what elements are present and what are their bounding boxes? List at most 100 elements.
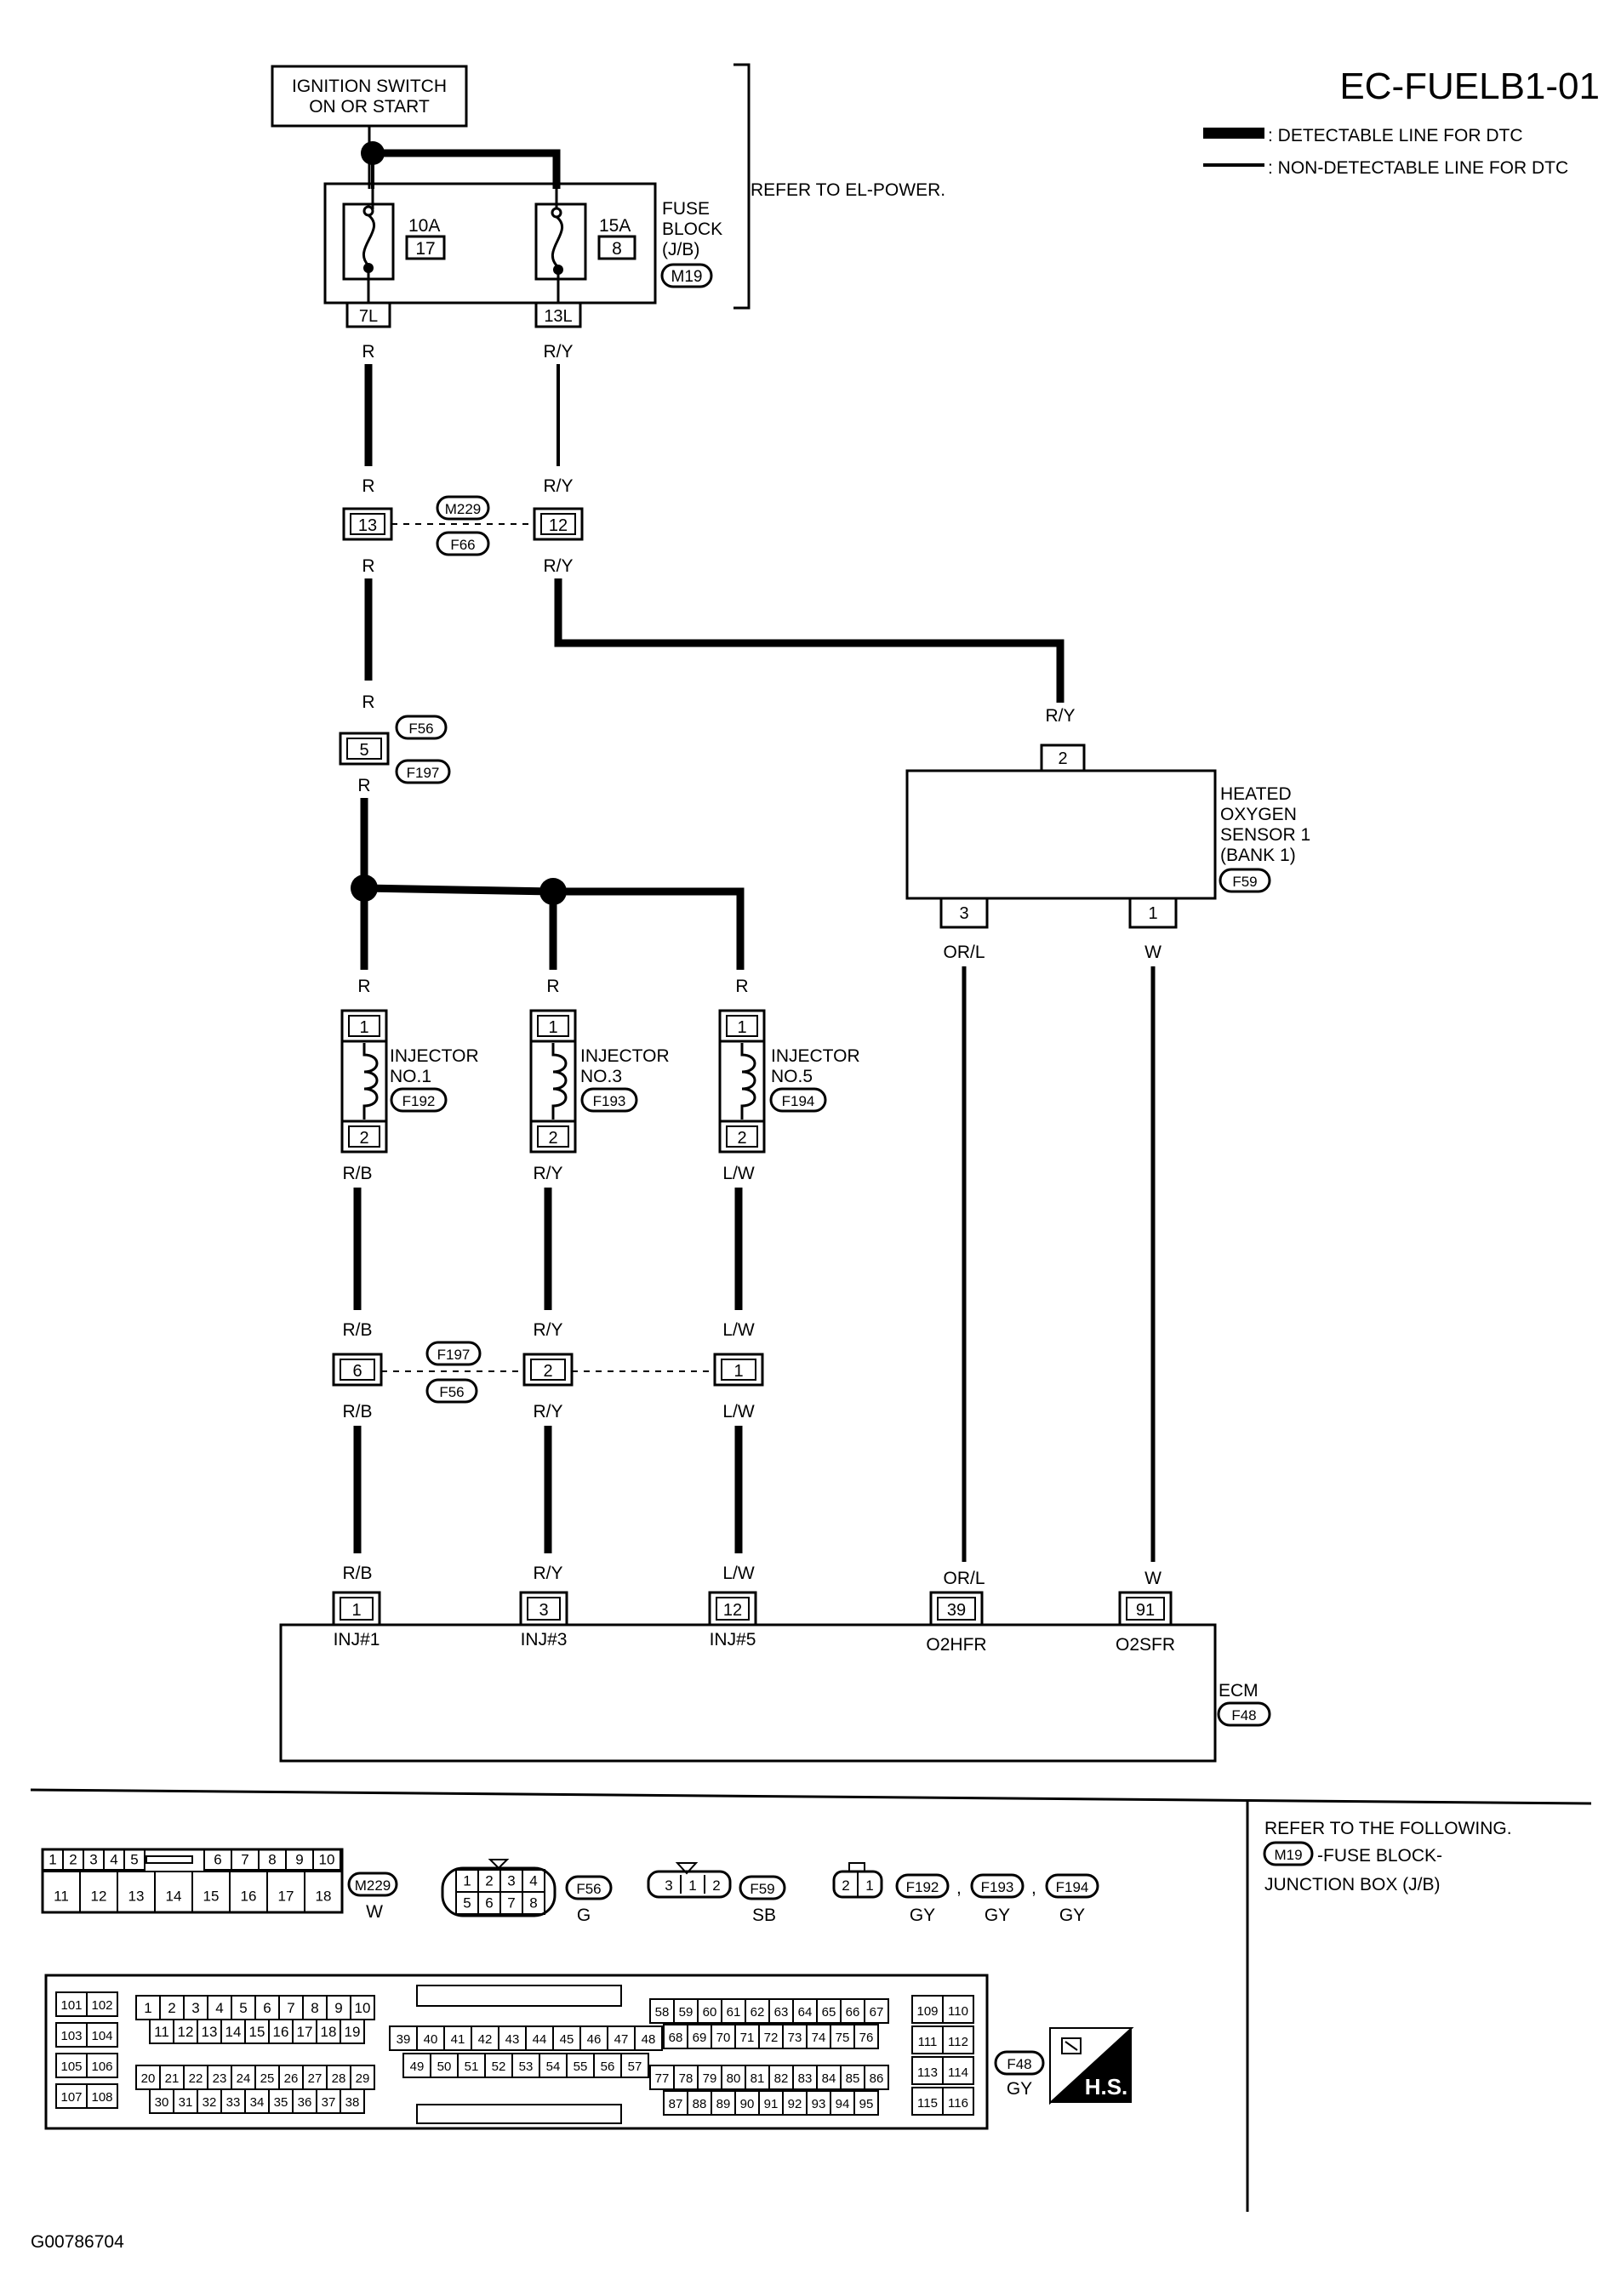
wire-color-lw-4: L/W: [722, 1564, 755, 1583]
f48-pin-label: 89: [716, 2097, 731, 2111]
f48-pin-label: 94: [836, 2097, 850, 2111]
legend-thick-line: [1203, 128, 1264, 139]
m229-pin-label: 7: [241, 1851, 248, 1867]
f48-pin-label: 18: [321, 2024, 337, 2040]
injector-no5: 1 2 INJECTOR NO.5 F194: [718, 1009, 860, 1154]
refer-following-connector: M19: [1274, 1847, 1302, 1863]
f48-pin-label: 49: [410, 2060, 425, 2074]
m229-key: [146, 1855, 193, 1864]
f48-pin-label: 48: [642, 2032, 656, 2047]
f48-pin: [340, 2019, 365, 2044]
f48-pin-label: 104: [91, 2029, 112, 2043]
m229-pin-label: 18: [316, 1889, 332, 1905]
f56-face-label: F56: [576, 1881, 601, 1897]
f48-pin-label: 76: [859, 2031, 874, 2045]
fuse-block-line2: BLOCK: [662, 219, 722, 239]
m229-pin-label: 1: [49, 1851, 56, 1867]
f48-pin-label: 78: [679, 2071, 693, 2086]
refer-following-line2: -FUSE BLOCK-: [1317, 1846, 1442, 1866]
f48-pin-label: 86: [870, 2071, 884, 2086]
svg-text:F192: F192: [402, 1093, 436, 1109]
f48-pin-label: 103: [60, 2029, 82, 2043]
f48-pin-label: 62: [751, 2005, 765, 2020]
f48-pin-label: 63: [774, 2005, 789, 2020]
f48-pin-label: 22: [189, 2071, 203, 2086]
o2-line3: SENSOR 1: [1220, 825, 1310, 845]
f48-pin-label: 83: [798, 2071, 813, 2086]
f48-pin-label: 72: [764, 2031, 779, 2045]
f48-pin: [853, 2024, 879, 2049]
m229-pin-label: 12: [91, 1889, 107, 1905]
svg-text:INJECTOR: INJECTOR: [580, 1046, 670, 1066]
f48-pin-label: 43: [505, 2032, 520, 2047]
f48-pin-label: 74: [812, 2031, 826, 2045]
f48-pin-label: 15: [249, 2024, 265, 2040]
m229-pin-label: 2: [69, 1851, 77, 1867]
o2-pin1: 1: [1148, 904, 1157, 923]
fuse-10a-amp: 10A: [408, 216, 440, 236]
f48-pin-label: 3: [191, 2000, 199, 2016]
wire-color-lw-2: L/W: [722, 1320, 755, 1340]
f48-pin-label: 69: [693, 2031, 707, 2045]
wire-color-ry-7: R/Y: [533, 1402, 562, 1421]
svg-text:INJECTOR: INJECTOR: [390, 1046, 479, 1066]
wire-color-ry-1: R/Y: [543, 342, 573, 362]
fuse-block-line3: (J/B): [662, 240, 699, 259]
wire-color-rb-1: R/B: [342, 1164, 372, 1183]
refer-el-power: REFER TO EL-POWER.: [751, 180, 945, 200]
svg-text:3: 3: [539, 1601, 548, 1620]
f48-pin-label: 27: [308, 2071, 322, 2086]
f48-pin-label: 92: [788, 2097, 802, 2111]
wire-color-ry-2: R/Y: [543, 476, 573, 496]
svg-text:39: 39: [947, 1601, 966, 1620]
m229-pin-label: 11: [54, 1889, 69, 1905]
f48-pin-label: 93: [812, 2097, 826, 2111]
f48-pin-label: 67: [870, 2005, 884, 2020]
f48-pin-label: 105: [60, 2060, 82, 2074]
wire-color-r-5: R: [357, 776, 370, 795]
f48-pin-label: 50: [437, 2060, 452, 2074]
f48-pin-label: 53: [519, 2060, 534, 2074]
svg-text:91: 91: [1136, 1601, 1155, 1620]
f48-pin-label: 17: [297, 2024, 313, 2040]
conn-f197-label: F197: [437, 1347, 471, 1363]
f56-pin-label: 4: [529, 1873, 537, 1889]
o2-pin2: 2: [1058, 749, 1067, 768]
f56-pin: [522, 1891, 545, 1915]
f48-pin-label: 73: [788, 2031, 802, 2045]
f48-pin-label: 14: [225, 2024, 242, 2040]
f48-pin: [86, 1991, 118, 2017]
svg-text:INJECTOR: INJECTOR: [771, 1046, 860, 1066]
hs-badge: H.S.: [1049, 2027, 1134, 2105]
wire-color-orl-2: OR/L: [943, 1569, 985, 1588]
f48-pin-label: 35: [274, 2095, 288, 2110]
f48-pin-label: 13: [202, 2024, 218, 2040]
ecm-terminal-o2hfr: 39 O2HFR: [926, 1591, 987, 1655]
f48-pin-label: 26: [284, 2071, 299, 2086]
svg-text:INJ#3: INJ#3: [521, 1630, 568, 1649]
m229-pin-label: 14: [166, 1889, 182, 1905]
o2-line4: (BANK 1): [1220, 846, 1296, 865]
f48-pin-label: 52: [492, 2060, 506, 2074]
o2-line1: HEATED: [1220, 784, 1292, 804]
conn-m229-label: M229: [445, 501, 482, 517]
ignition-line2: ON OR START: [309, 97, 430, 117]
f48-pin-label: 115: [917, 2096, 938, 2111]
f48-pin: [620, 2053, 649, 2078]
wire-color-ry-8: R/Y: [533, 1564, 562, 1583]
f48-pin-label: 45: [560, 2032, 574, 2047]
f48-pin-label: 66: [846, 2005, 860, 2020]
wire-color-r-inj5: R: [735, 977, 748, 996]
m229-pin-label: 5: [130, 1851, 138, 1867]
f48-pin-label: 84: [822, 2071, 836, 2086]
f48-pin-label: 110: [948, 2004, 968, 2019]
svg-text:O2SFR: O2SFR: [1116, 1635, 1175, 1655]
inj-face-color2: GY: [985, 1906, 1010, 1925]
fuse-block-box: [323, 182, 657, 305]
f48-pin-label: 4: [215, 2000, 223, 2016]
ecm-terminal-inj3: 3 INJ#3: [519, 1591, 568, 1649]
fuse-block-line1: FUSE: [662, 199, 710, 219]
wire-color-lw-1: L/W: [722, 1164, 755, 1183]
f48-pin-label: 113: [917, 2065, 938, 2080]
svg-text:2: 2: [359, 1129, 368, 1148]
